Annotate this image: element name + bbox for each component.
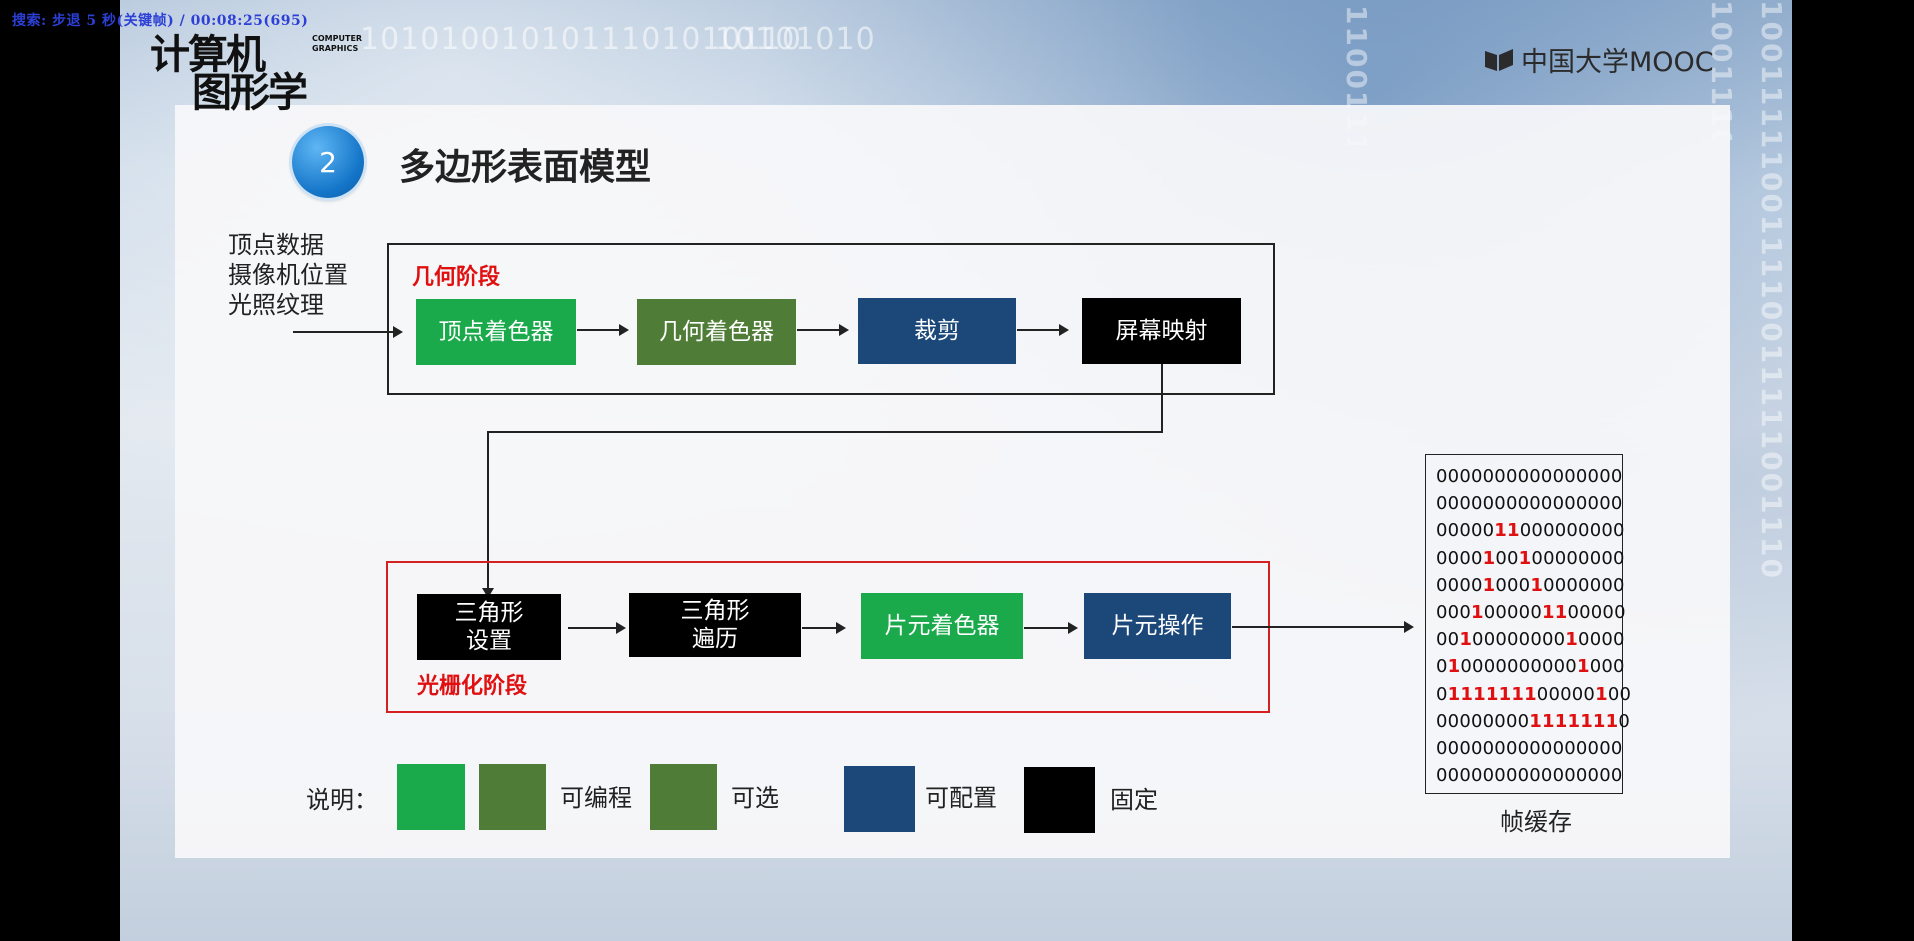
- search-status-overlay: 搜索: 步退 5 秒(关键帧) / 00:08:25(695): [12, 13, 309, 29]
- input-camera-position: 摄像机位置: [228, 261, 348, 289]
- mooc-book-icon: [1483, 47, 1515, 73]
- framebuffer-row: 0001000001100000: [1436, 602, 1626, 624]
- arrow-vertex-to-geometry: [577, 324, 629, 336]
- fragment-shader-box: 片元着色器: [861, 593, 1023, 659]
- raster-stage-label: 光栅化阶段: [417, 674, 528, 699]
- legend-swatch-programmable-2: [479, 764, 546, 830]
- logo-subtitle: COMPUTER GRAPHICS: [312, 34, 363, 53]
- framebuffer-row: 0000000011111110: [1436, 710, 1631, 732]
- connector-horizontal: [487, 431, 1163, 433]
- framebuffer-row: 0010000000010000: [1436, 629, 1625, 651]
- input-vertex-data: 顶点数据: [228, 231, 324, 259]
- framebuffer-label: 帧缓存: [1500, 808, 1572, 836]
- logo-line-2: 图形学: [192, 70, 308, 116]
- arrow-clipping-to-screen-mapping: [1017, 324, 1069, 336]
- framebuffer-row: 0000000000000000: [1436, 765, 1623, 787]
- triangle-setup-box: 三角形 设置: [417, 594, 561, 660]
- framebuffer-row: 0000100100000000: [1436, 547, 1625, 569]
- slide-title: 多边形表面模型: [399, 147, 652, 188]
- framebuffer-row: 0111111100000100: [1436, 683, 1632, 705]
- legend-prefix: 说明：: [306, 786, 378, 814]
- framebuffer-row: 0000000000000000: [1436, 466, 1623, 487]
- raster-stage-frame: [386, 561, 1270, 713]
- input-lighting-texture: 光照纹理: [228, 291, 324, 319]
- framebuffer-row: 0000000000000000: [1436, 493, 1623, 515]
- arrow-traversal-to-fragment-shader: [802, 622, 846, 634]
- section-number-badge: 2: [292, 126, 364, 198]
- legend-configurable-label: 可配置: [925, 784, 997, 812]
- screen-mapping-box: 屏幕映射: [1082, 298, 1241, 364]
- legend-swatch-optional: [650, 764, 717, 830]
- legend-swatch-programmable-1: [397, 764, 465, 830]
- geometry-stage-frame: [387, 243, 1275, 395]
- legend-swatch-fixed: [1024, 767, 1095, 833]
- vertex-shader-box: 顶点着色器: [416, 299, 576, 365]
- framebuffer-row: 0100000000001000: [1436, 656, 1625, 678]
- legend-fixed-label: 固定: [1110, 786, 1158, 814]
- arrow-fragment-shader-to-operations: [1024, 622, 1078, 634]
- framebuffer-row: 0000100010000000: [1436, 574, 1625, 596]
- background-bits-1: 1010100101011101010110: [360, 22, 802, 57]
- triangle-traversal-box: 三角形 遍历: [629, 593, 801, 657]
- geometry-shader-box: 几何着色器: [637, 299, 796, 365]
- slide: 1010100101011101010110 10101010 1100111 …: [120, 0, 1792, 941]
- input-arrow: [293, 326, 403, 338]
- logo-line-1: 计算机: [150, 32, 266, 78]
- background-bits-2: 10101010: [715, 22, 876, 57]
- clipping-box: 裁剪: [858, 298, 1016, 364]
- arrow-setup-to-traversal: [568, 622, 626, 634]
- slide-panel: [175, 105, 1730, 858]
- legend-programmable-label: 可编程: [560, 784, 632, 812]
- mooc-brand-text: 中国大学MOOC: [1521, 47, 1714, 78]
- legend-optional-label: 可选: [731, 784, 779, 812]
- connector-down-to-triangle-setup: [482, 431, 494, 598]
- background-vertical-bits-2: 100111110011110011111001110: [1755, 0, 1788, 581]
- arrow-to-framebuffer: [1232, 621, 1414, 633]
- connector-down-from-screen-mapping: [1161, 364, 1163, 432]
- framebuffer-row: 0000000000000000: [1436, 738, 1623, 760]
- framebuffer-row: 0000011000000000: [1436, 520, 1625, 542]
- mooc-brand: 中国大学MOOC: [1483, 40, 1714, 79]
- legend-swatch-configurable: [844, 766, 915, 832]
- geometry-stage-label: 几何阶段: [412, 265, 501, 290]
- fragment-operations-box: 片元操作: [1084, 593, 1231, 659]
- framebuffer-grid: 0000000000000000 0000000000000000 00000110…: [1425, 454, 1632, 794]
- arrow-geometry-to-clipping: [797, 324, 849, 336]
